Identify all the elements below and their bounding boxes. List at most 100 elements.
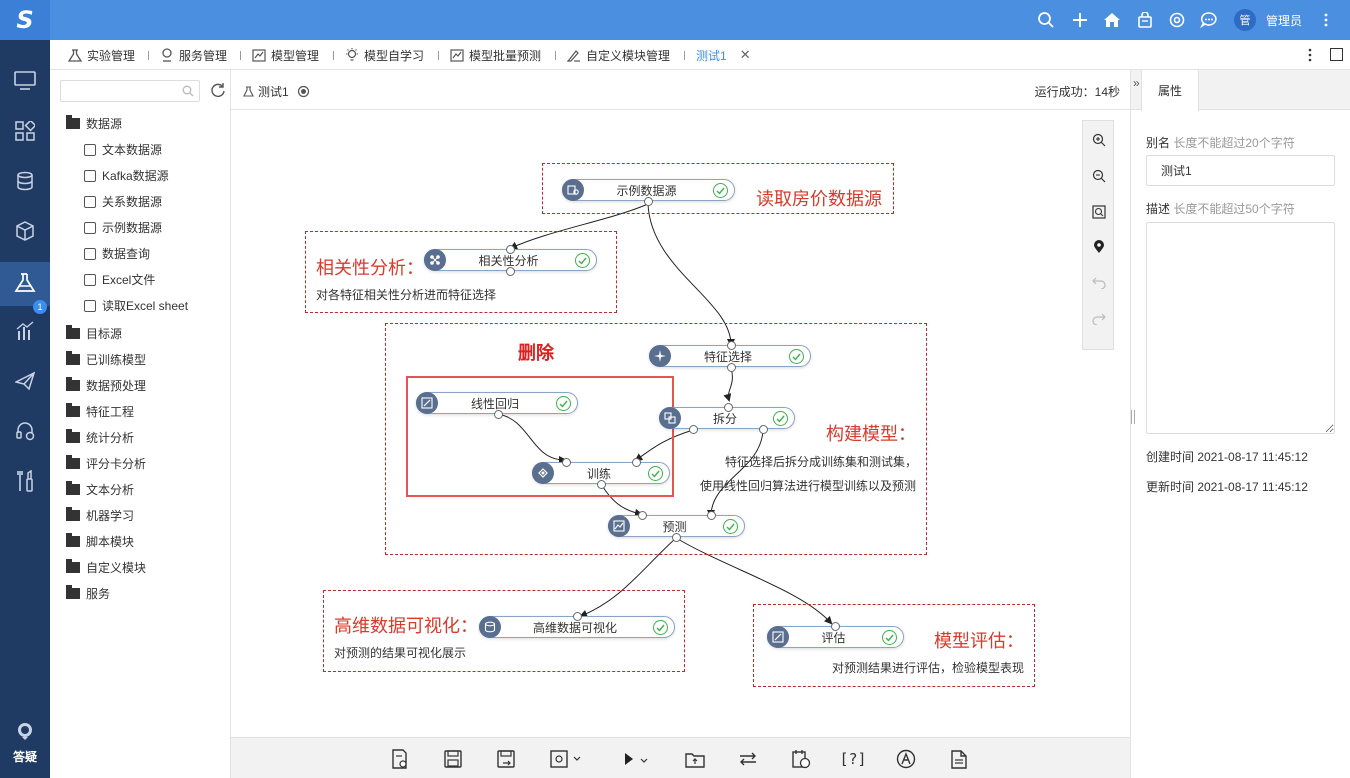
target-icon[interactable]: [297, 85, 310, 98]
node-linear-regression[interactable]: 线性回归: [416, 392, 578, 419]
app-logo[interactable]: S: [0, 0, 50, 40]
annotation-build[interactable]: [385, 323, 927, 555]
more-vertical-icon[interactable]: [1308, 48, 1312, 65]
nav-experiment[interactable]: [0, 262, 50, 306]
input-port[interactable]: [707, 511, 716, 520]
output-port[interactable]: [494, 410, 503, 419]
nav-qa[interactable]: [0, 712, 50, 752]
output-port[interactable]: [759, 425, 768, 434]
tree-item-kafka-ds[interactable]: Kafka数据源: [84, 167, 169, 184]
output-port[interactable]: [597, 480, 606, 489]
input-port[interactable]: [724, 403, 733, 412]
input-port[interactable]: [638, 511, 647, 520]
save-as-icon[interactable]: [495, 748, 517, 770]
swap-icon[interactable]: [737, 748, 759, 770]
tab-properties[interactable]: 属性: [1141, 70, 1199, 111]
annotation-hdviz[interactable]: [323, 590, 685, 672]
input-port[interactable]: [562, 458, 571, 467]
output-port[interactable]: [644, 197, 653, 206]
bag-icon[interactable]: [1135, 10, 1155, 30]
input-port[interactable]: [727, 341, 736, 350]
tab-test1[interactable]: 测试1 ✕: [696, 47, 751, 63]
tab-experiment-mgmt[interactable]: 实验管理: [68, 40, 135, 70]
redo-icon[interactable]: [1089, 309, 1109, 329]
input-port[interactable]: [632, 458, 641, 467]
more-vertical-icon[interactable]: [1316, 10, 1336, 30]
collapse-chevron-icon[interactable]: »: [1133, 76, 1140, 90]
tree-folder-ml[interactable]: 机器学习: [66, 507, 134, 524]
input-port[interactable]: [831, 622, 840, 631]
node-predict[interactable]: 预测: [608, 511, 745, 542]
annotation-corr[interactable]: [305, 231, 617, 313]
tree-folder-custom[interactable]: 自定义模块: [66, 559, 146, 576]
run-settings-dropdown[interactable]: [548, 748, 584, 770]
node-highdim-viz[interactable]: 高维数据可视化: [479, 612, 675, 638]
document-icon[interactable]: [948, 748, 970, 770]
node-train[interactable]: 训练: [532, 458, 670, 489]
tree-item-example-ds[interactable]: 示例数据源: [84, 219, 162, 236]
input-port[interactable]: [506, 245, 515, 254]
node-split[interactable]: 拆分: [659, 403, 795, 434]
tree-folder-scorecard[interactable]: 评分卡分析: [66, 455, 146, 472]
close-icon[interactable]: ✕: [739, 47, 751, 62]
nav-apps[interactable]: [0, 112, 50, 152]
node-feature-selection[interactable]: 特征选择: [649, 341, 811, 372]
experiment-canvas[interactable]: 测试1 运行成功：14秒 读取房价数据源 相关性分析： 对各特征相关性分析进而特…: [231, 70, 1130, 778]
tree-folder-statistics[interactable]: 统计分析: [66, 429, 134, 446]
nav-chart[interactable]: [0, 312, 50, 352]
output-port[interactable]: [672, 533, 681, 542]
tree-item-excel-sheet[interactable]: 读取Excel sheet: [84, 297, 188, 314]
nav-send[interactable]: [0, 362, 50, 402]
file-clock-icon[interactable]: [389, 748, 411, 770]
tree-folder-feature-eng[interactable]: 特征工程: [66, 403, 134, 420]
tree-folder-preprocess[interactable]: 数据预处理: [66, 377, 146, 394]
fit-view-icon[interactable]: [1089, 202, 1109, 222]
node-example-datasource[interactable]: 示例数据源: [562, 179, 735, 206]
location-pin-icon[interactable]: [1089, 237, 1109, 257]
tree-folder-target[interactable]: 目标源: [66, 325, 122, 342]
nav-monitor[interactable]: [0, 62, 50, 102]
tab-model-mgmt[interactable]: 模型管理: [252, 40, 319, 70]
resize-handle[interactable]: [1131, 410, 1135, 424]
schedule-icon[interactable]: [790, 748, 812, 770]
search-icon[interactable]: [1036, 10, 1056, 30]
alias-input[interactable]: [1146, 155, 1335, 186]
annotation-read[interactable]: [542, 163, 894, 214]
tree-item-text-ds[interactable]: 文本数据源: [84, 141, 162, 158]
tree-folder-text-analysis[interactable]: 文本分析: [66, 481, 134, 498]
tree-folder-trained-model[interactable]: 已训练模型: [66, 351, 146, 368]
description-textarea[interactable]: [1146, 222, 1335, 434]
tree-folder-script[interactable]: 脚本模块: [66, 533, 134, 550]
nav-tools[interactable]: [0, 462, 50, 502]
plus-icon[interactable]: [1070, 10, 1090, 30]
input-port[interactable]: [573, 612, 582, 621]
username[interactable]: 管理员: [1266, 14, 1303, 28]
tree-item-excel-file[interactable]: Excel文件: [84, 271, 155, 288]
node-evaluate[interactable]: 评估: [767, 622, 904, 648]
nav-headset[interactable]: [0, 412, 50, 452]
avatar[interactable]: 管: [1234, 9, 1256, 31]
settings-icon[interactable]: [1167, 10, 1187, 30]
output-port[interactable]: [727, 363, 736, 372]
node-correlation[interactable]: 相关性分析: [424, 245, 597, 276]
message-icon[interactable]: [1199, 10, 1219, 30]
undo-icon[interactable]: [1089, 273, 1109, 293]
qa-label[interactable]: 答疑: [12, 750, 37, 764]
save-icon[interactable]: [442, 748, 464, 770]
tab-custom-module[interactable]: 自定义模块管理: [567, 40, 670, 70]
tab-model-selflearn[interactable]: 模型自学习: [345, 40, 424, 70]
search-icon[interactable]: [182, 85, 194, 100]
run-dropdown[interactable]: [617, 748, 653, 770]
export-folder-icon[interactable]: [684, 748, 706, 770]
tree-item-data-query[interactable]: 数据查询: [84, 245, 150, 262]
output-port[interactable]: [689, 425, 698, 434]
tree-folder-service[interactable]: 服务: [66, 585, 110, 602]
maximize-icon[interactable]: [1330, 48, 1343, 61]
nav-database[interactable]: [0, 162, 50, 202]
zoom-out-icon[interactable]: [1089, 166, 1109, 186]
tree-folder-datasource[interactable]: 数据源: [66, 115, 122, 132]
tree-search-input[interactable]: [60, 80, 200, 102]
tree-item-relational-ds[interactable]: 关系数据源: [84, 193, 162, 210]
nav-cube[interactable]: [0, 212, 50, 252]
tab-batch-predict[interactable]: 模型批量预测: [450, 40, 541, 70]
